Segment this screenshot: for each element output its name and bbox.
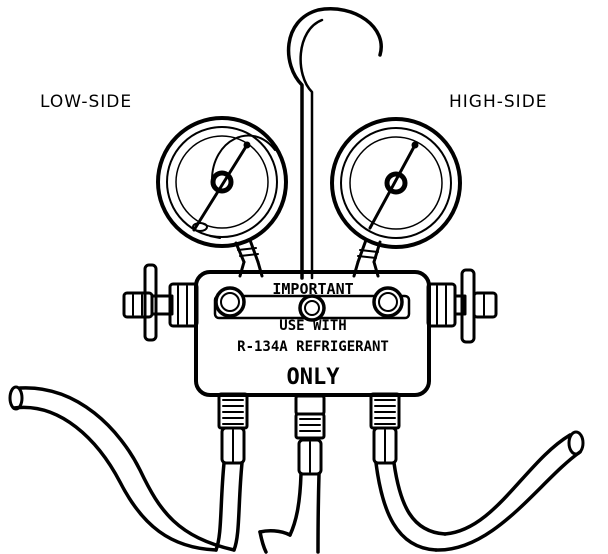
low-gauge-needle <box>192 143 249 232</box>
high-side-gauge <box>330 117 462 278</box>
low-side-hose-fitting <box>217 392 249 465</box>
low-side-hose <box>8 385 244 552</box>
plate-refrigerant-text: R-134A REFRIGERANT <box>237 339 389 355</box>
high-side-valve <box>426 268 498 344</box>
plate-important-text: IMPORTANT <box>272 280 354 298</box>
high-side-hose-fitting <box>369 392 401 465</box>
center-hose <box>258 472 321 554</box>
hanging-hook <box>286 7 383 280</box>
high-side-hose <box>374 430 585 552</box>
low-side-label: LOW-SIDE <box>40 92 133 112</box>
body-bolts <box>214 286 404 322</box>
high-side-label: HIGH-SIDE <box>449 92 548 112</box>
low-side-valve <box>122 263 199 342</box>
low-side-gauge <box>156 116 288 278</box>
center-hose-fitting <box>294 394 326 476</box>
high-gauge-needle <box>368 143 417 230</box>
plate-use-with-text: USE WITH <box>279 318 347 334</box>
hanging-hook-inner <box>299 18 324 280</box>
plate-only-text: ONLY <box>286 365 340 390</box>
